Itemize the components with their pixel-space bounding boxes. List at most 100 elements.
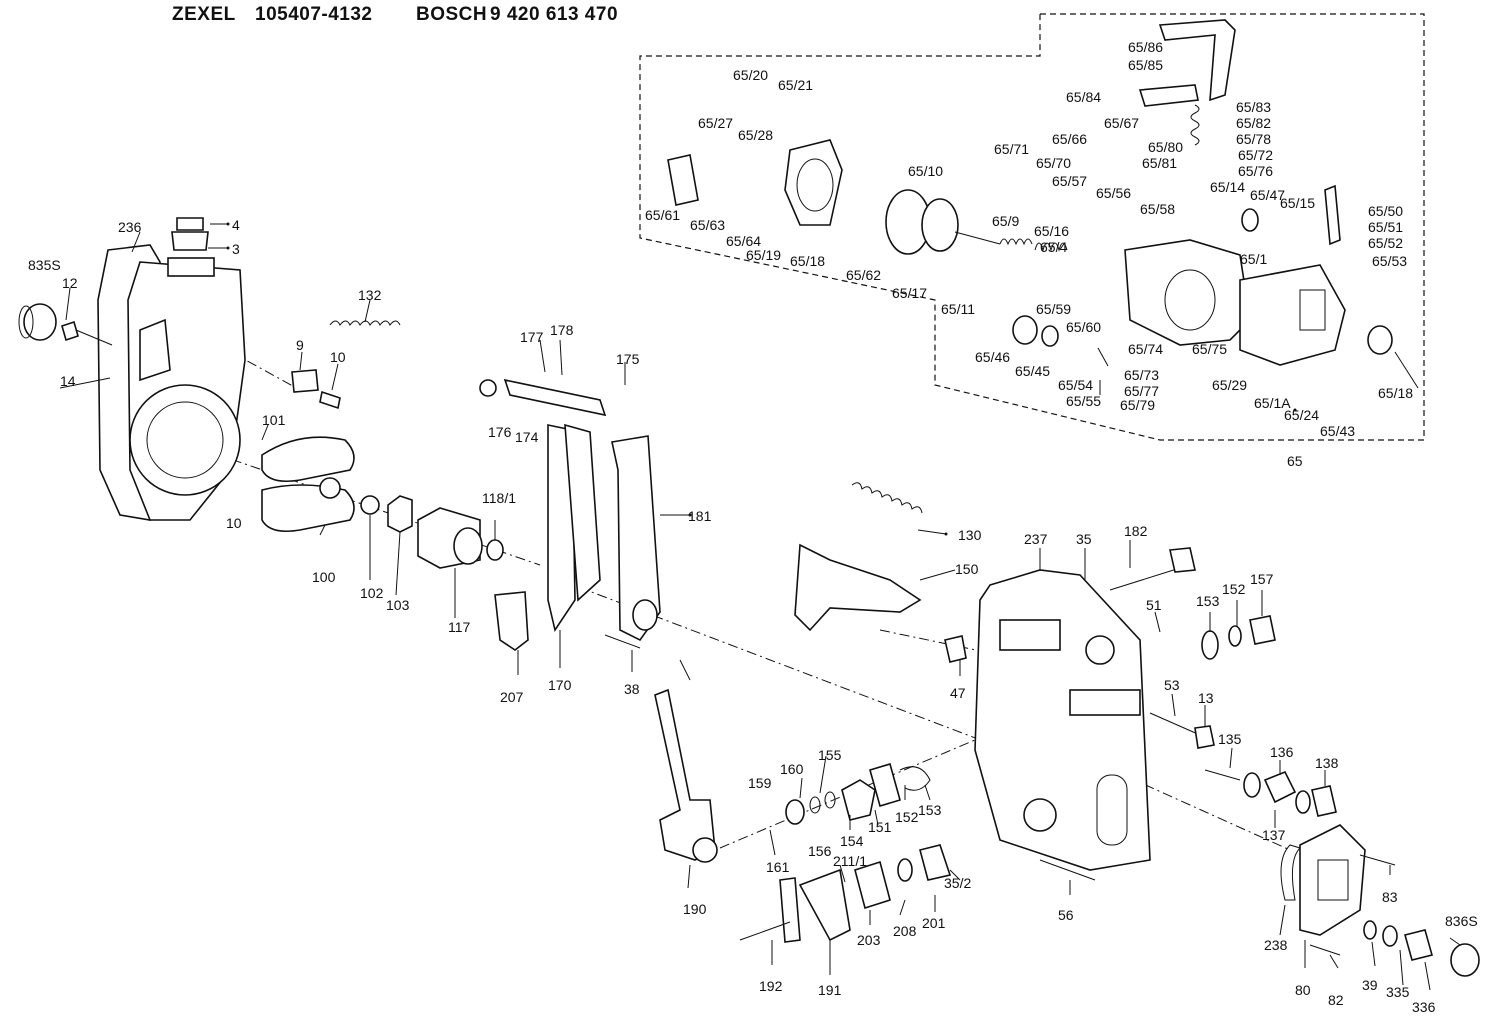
part-label: 65/60 xyxy=(1066,319,1101,335)
nut-13 xyxy=(1194,725,1215,749)
part-label: 237 xyxy=(1024,531,1048,547)
washer-65-45 xyxy=(1041,325,1059,347)
part-label: 65/47 xyxy=(1250,187,1285,203)
washer-118-1 xyxy=(486,539,504,561)
part-label: 65/81 xyxy=(1142,155,1177,171)
part-label: 151 xyxy=(868,819,892,835)
part-label: 35/2 xyxy=(944,875,971,891)
part-label: 65/18 xyxy=(1378,385,1413,401)
part-label: 65/63 xyxy=(690,217,725,233)
nut-65-46 xyxy=(1012,315,1038,345)
cover-80 xyxy=(1299,824,1366,936)
part-label: 10 xyxy=(226,515,242,531)
part-label: 211/1 xyxy=(833,853,867,869)
part-label: 201 xyxy=(922,915,946,931)
part-label: 65/79 xyxy=(1120,397,1155,413)
parts-39-335-336 xyxy=(1363,920,1433,961)
part-label: 65/51 xyxy=(1368,219,1403,235)
part-label: 236 xyxy=(118,219,142,235)
part-label: 38 xyxy=(624,681,640,697)
part-label: 65/71 xyxy=(994,141,1029,157)
part-label: 65/21 xyxy=(778,77,813,93)
part-label: 191 xyxy=(818,982,842,998)
part-label: 65/61 xyxy=(645,207,680,223)
plug-836s xyxy=(1450,943,1480,977)
part-label: 65/24 xyxy=(1284,407,1319,423)
part-label: 56 xyxy=(1058,907,1074,923)
part-label: 157 xyxy=(1250,571,1274,587)
part-label: 65/43 xyxy=(1320,423,1355,439)
part-label: 152 xyxy=(1222,581,1246,597)
part-label: 156 xyxy=(808,843,832,859)
cover-65-43 xyxy=(1239,264,1346,366)
parts-135-138 xyxy=(1204,769,1337,817)
part-label: 178 xyxy=(550,322,574,338)
part-label: 836S xyxy=(1445,913,1478,929)
plug-65-18 xyxy=(1367,325,1393,355)
bolt-38 xyxy=(604,634,641,649)
part-label: 65/57 xyxy=(1052,173,1087,189)
part-label: 65/10 xyxy=(908,163,943,179)
part-label: 65/85 xyxy=(1128,57,1163,73)
part-label: 65/80 xyxy=(1148,139,1183,155)
part-label: 12 xyxy=(62,275,78,291)
part-label: 65/27 xyxy=(698,115,733,131)
part-label: 65/78 xyxy=(1236,131,1271,147)
part-label: 101 xyxy=(262,412,286,428)
part-label: 10 xyxy=(330,349,346,365)
part-label: 13 xyxy=(1198,690,1214,706)
body-65-1 xyxy=(1124,239,1251,346)
part-label: 80 xyxy=(1295,982,1311,998)
part-label: 82 xyxy=(1328,992,1344,1008)
sleeve-117 xyxy=(417,507,483,569)
part-label: 65/28 xyxy=(738,127,773,143)
part-label: 65/15 xyxy=(1280,195,1315,211)
part-label: 65/73 xyxy=(1124,367,1159,383)
part-label: 132 xyxy=(358,287,382,303)
part-label: 65/62 xyxy=(846,267,881,283)
part-label: 65/17 xyxy=(892,285,927,301)
part-label: 65/67 xyxy=(1104,115,1139,131)
bolt-12 xyxy=(61,320,113,346)
spring-65-9 xyxy=(999,238,1033,246)
part-label: 65 xyxy=(1287,453,1303,469)
gasket-238 xyxy=(1280,844,1301,901)
part-label: 65/86 xyxy=(1128,39,1163,55)
housing-65-19 xyxy=(784,139,843,226)
part-label: 192 xyxy=(759,978,783,994)
part-label: 9 xyxy=(296,337,304,353)
part-label: 207 xyxy=(500,689,524,705)
part-label: 159 xyxy=(748,775,772,791)
part-label: 135 xyxy=(1218,731,1242,747)
part-label: 103 xyxy=(386,597,410,613)
header-code-bosch: 9 420 613 470 xyxy=(490,4,619,25)
part-label: 65/11 xyxy=(941,301,975,317)
part-label: 177 xyxy=(520,329,544,345)
part-label: 130 xyxy=(958,527,982,543)
part-label: 4 xyxy=(232,217,240,233)
clip-152-153-lower xyxy=(899,766,931,791)
throttle-lever-190 xyxy=(654,688,718,863)
block-207 xyxy=(494,591,529,651)
part-label: 181 xyxy=(688,508,712,524)
part-label: 65/54 xyxy=(1058,377,1093,393)
flyweight-assembly-100 xyxy=(261,436,355,533)
lever-65-86 xyxy=(1138,19,1236,107)
part-label: 65/83 xyxy=(1236,99,1271,115)
part-label: 65/53 xyxy=(1372,253,1407,269)
spring-65-16 xyxy=(1034,242,1068,252)
part-label: 65/4 xyxy=(1040,239,1067,255)
governor-housing-236 xyxy=(97,217,246,521)
bolt-56 xyxy=(1039,859,1096,881)
nut-182 xyxy=(1169,547,1196,573)
part-label: 150 xyxy=(955,561,979,577)
leader-lines xyxy=(59,223,1461,991)
bolt-47 xyxy=(944,635,967,663)
lever-181 xyxy=(611,435,661,642)
bracket-161 xyxy=(779,877,801,943)
part-label: 39 xyxy=(1362,977,1378,993)
part-label: 161 xyxy=(766,859,790,875)
part-label: 65/1A xyxy=(1254,395,1291,411)
